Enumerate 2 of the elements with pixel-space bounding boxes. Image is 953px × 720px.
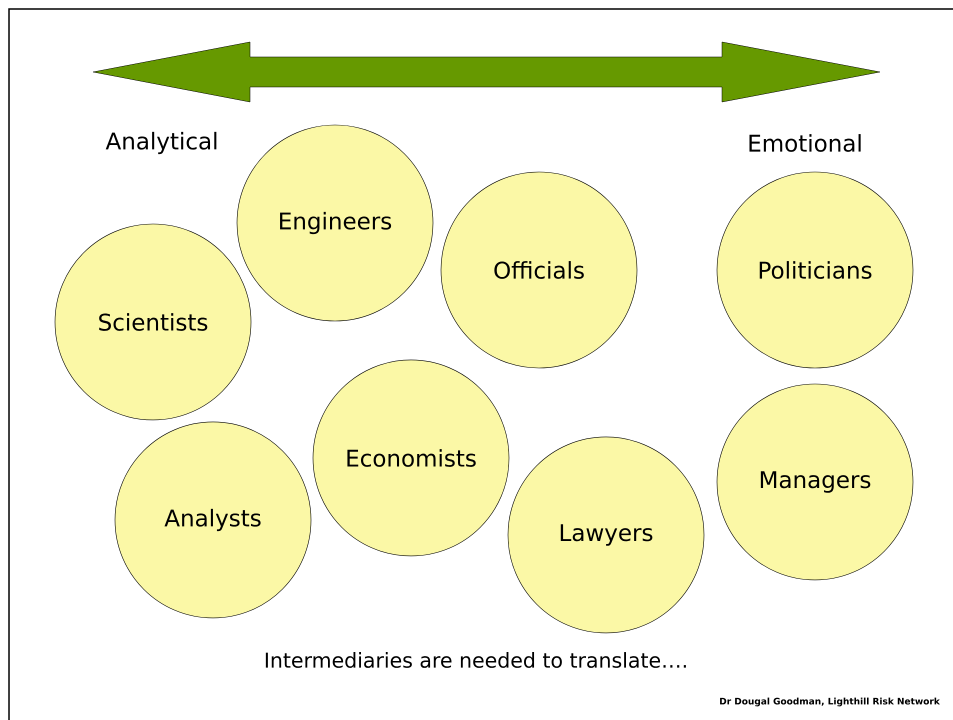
credit-text: Dr Dougal Goodman, Lighthill Risk Network bbox=[720, 698, 940, 706]
note-text: Intermediaries are needed to translate…. bbox=[266, 652, 686, 668]
